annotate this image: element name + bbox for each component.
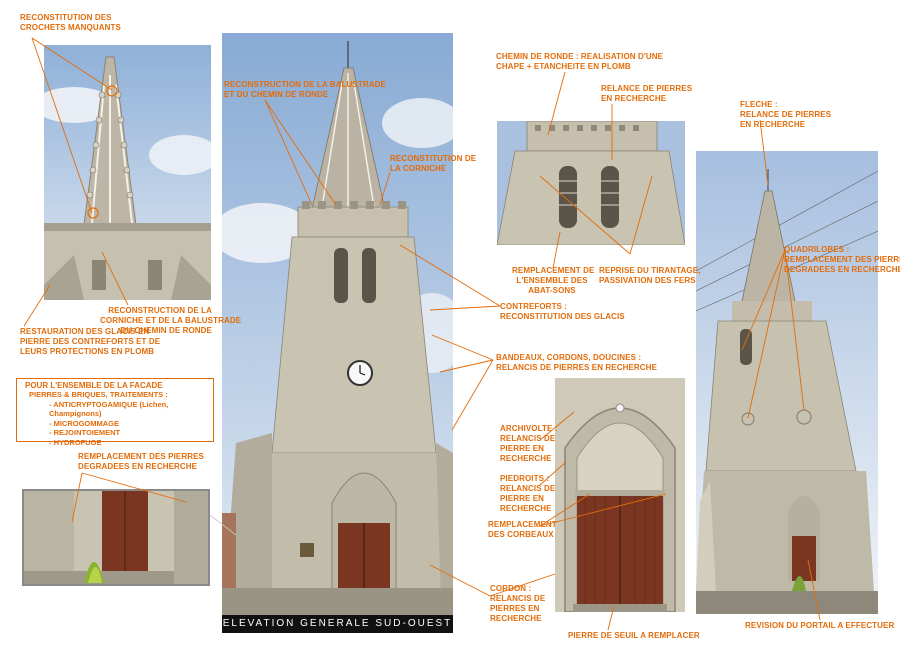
photo-side-tower [696, 151, 878, 614]
label-portail: REVISION DU PORTAIL A EFFECTUER [745, 621, 895, 630]
facade-item: - ANTICRYPTOGAMIQUE (Lichen, Champignons… [49, 399, 169, 419]
facade-treatments-box: POUR L'ENSEMBLE DE LA FACADE PIERRES & B… [16, 378, 214, 447]
facade-item: - MICROGOMMAGE [49, 418, 119, 428]
photo-spire-detail [44, 45, 211, 300]
label-seuil: PIERRE DE SEUIL A REMPLACER [568, 631, 700, 640]
photo-main-facade [222, 33, 453, 633]
elevation-caption: ELEVATION GENERALE SUD-OUEST [222, 615, 453, 633]
facade-item: - REJOINTOIEMENT [49, 428, 121, 437]
label-tirantage: REPRISE DU TIRANTAGE,PASSIVATION DES FER… [599, 266, 701, 285]
photo-portal-detail [555, 378, 685, 612]
label-contreforts: CONTREFORTS :RECONSTITUTION DES GLACIS [500, 302, 625, 321]
photo-lower-detail [22, 489, 210, 586]
label-bandeaux: BANDEAUX, CORDONS, DOUCINES :RELANCIS DE… [496, 353, 658, 372]
facade-line: PIERRES & BRIQUES, TRAITEMENTS : [29, 390, 168, 399]
facade-title: POUR L'ENSEMBLE DE LA FACADE [25, 381, 163, 390]
facade-item: - HYDROFUGE [49, 437, 102, 447]
photo-belfry-detail [497, 121, 685, 245]
